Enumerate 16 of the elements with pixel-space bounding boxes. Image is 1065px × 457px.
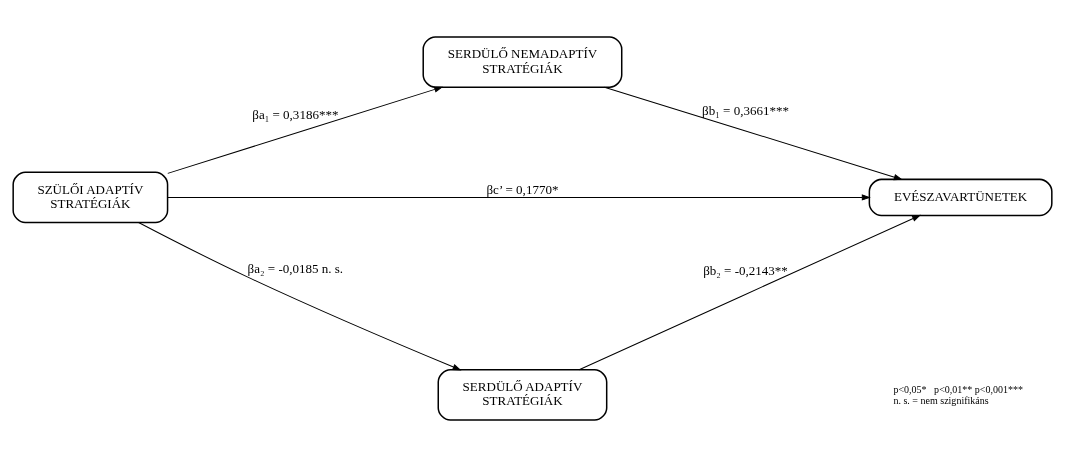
arrow (167, 86, 443, 174)
edge-label: βb₂ = -0,2143** (703, 263, 788, 279)
edge-label: βb₁ = 0,3661*** (702, 102, 789, 118)
edge-label: βa₁ = 0,3186*** (252, 106, 339, 122)
node-box: EVÉSZAVARTÜNETEK (868, 178, 1053, 217)
arrow (604, 86, 902, 181)
arrow (138, 222, 461, 371)
node-box: SZÜLŐI ADAPTÍV STRATÉGIÁK (12, 171, 169, 224)
edge-label: βc’ = 0,1770* (486, 181, 559, 197)
label: p<0,05* p<0,01** p<0,001*** (893, 383, 1024, 395)
node-box: SERDÜLŐ NEMADAPTÍV STRATÉGIÁK (422, 36, 623, 88)
arrow (578, 214, 921, 371)
edge-label: βa₂ = -0,0185 n. s. (247, 261, 344, 277)
node-box: SERDÜLŐ ADAPTÍV STRATÉGIÁK (437, 369, 608, 421)
label: n. s. = nem szignifikáns (893, 394, 989, 406)
arrow (167, 194, 870, 201)
